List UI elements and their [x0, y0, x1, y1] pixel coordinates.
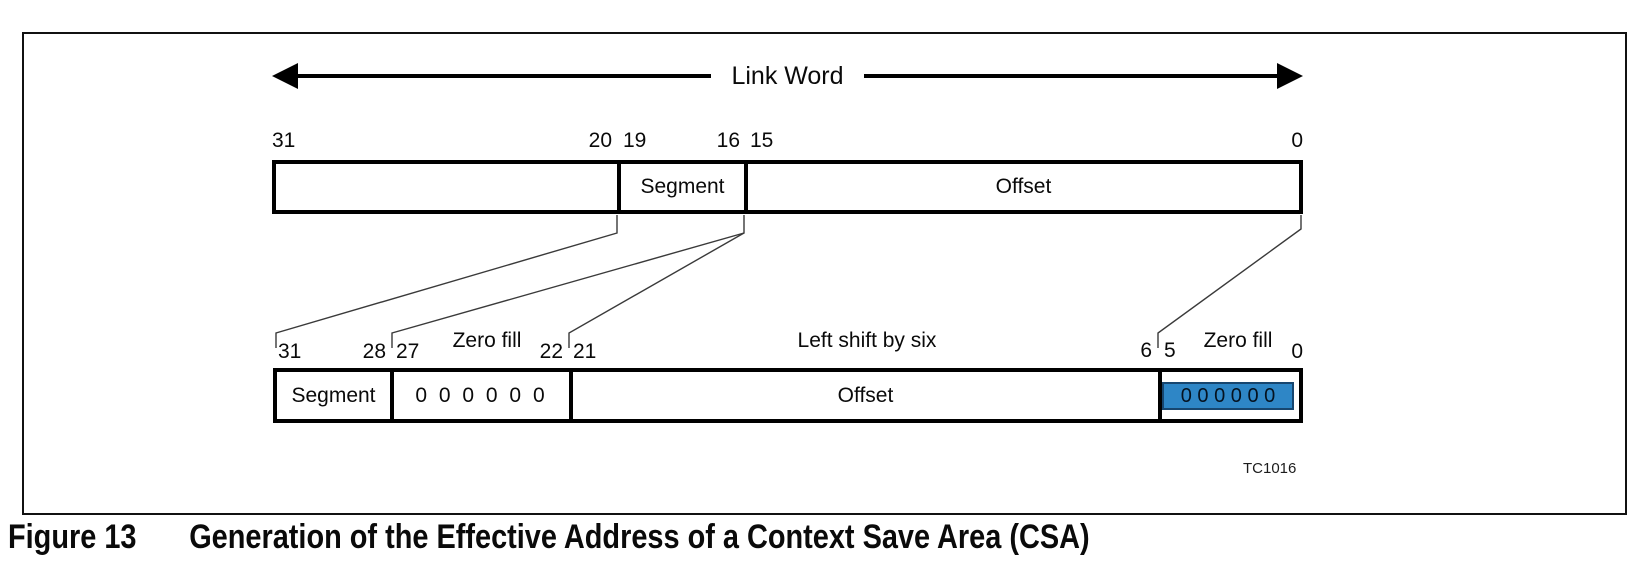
bit-label-28: 28 — [362, 340, 386, 363]
offset-field-bottom: Offset — [837, 383, 894, 407]
bit-label-0-bottom: 0 — [1291, 340, 1303, 363]
bit-label-15: 15 — [750, 129, 774, 152]
field-divider — [1158, 372, 1162, 419]
bit-label-31-bottom: 31 — [278, 340, 302, 363]
segment-field-top: Segment — [640, 175, 725, 198]
field-divider — [744, 164, 748, 210]
bit-label-21: 21 — [573, 340, 597, 363]
figure-code: TC1016 — [1243, 460, 1297, 477]
bit-label-5: 5 — [1164, 339, 1176, 362]
effective-address-register: Segment 0 0 0 0 0 0 Offset 0 0 0 0 0 0 — [273, 368, 1303, 423]
left-shift-label: Left shift by six — [797, 329, 937, 352]
figure-title: Generation of the Effective Address of a… — [189, 518, 1090, 556]
field-divider — [569, 372, 573, 419]
bit-label-6: 6 — [1140, 339, 1152, 362]
link-word-label: Link Word — [731, 61, 844, 90]
figure-caption: Figure 13 Generation of the Effective Add… — [8, 518, 1090, 557]
field-divider — [390, 372, 394, 419]
bit-label-19: 19 — [623, 129, 647, 152]
bit-label-31: 31 — [272, 129, 296, 152]
arrowhead-right-icon — [1277, 63, 1303, 89]
zero-fill-left-label: Zero fill — [452, 329, 522, 352]
field-divider — [617, 164, 621, 210]
link-word-span-arrow: Link Word — [272, 58, 1303, 94]
bit-label-16: 16 — [716, 129, 740, 152]
link-word-register: Segment Offset — [272, 160, 1303, 214]
bit-label-22: 22 — [539, 340, 563, 363]
zero-fill-right-label: Zero fill — [1203, 329, 1273, 352]
offset-field-top: Offset — [995, 175, 1052, 198]
arrow-line-right — [863, 74, 1277, 78]
arrowhead-left-icon — [272, 63, 298, 89]
figure-border — [22, 32, 1627, 515]
zero-fill-field: 0 0 0 0 0 0 — [415, 383, 548, 407]
reserved-field — [276, 164, 617, 210]
figure-number: Figure 13 — [8, 518, 137, 556]
zero-fill-highlight: 0 0 0 0 0 0 — [1162, 382, 1294, 410]
segment-field-bottom: Segment — [291, 383, 376, 407]
arrow-line-left — [298, 74, 712, 78]
bit-label-27: 27 — [396, 340, 420, 363]
bit-label-20: 20 — [588, 129, 612, 152]
bit-label-0-top: 0 — [1291, 129, 1303, 152]
